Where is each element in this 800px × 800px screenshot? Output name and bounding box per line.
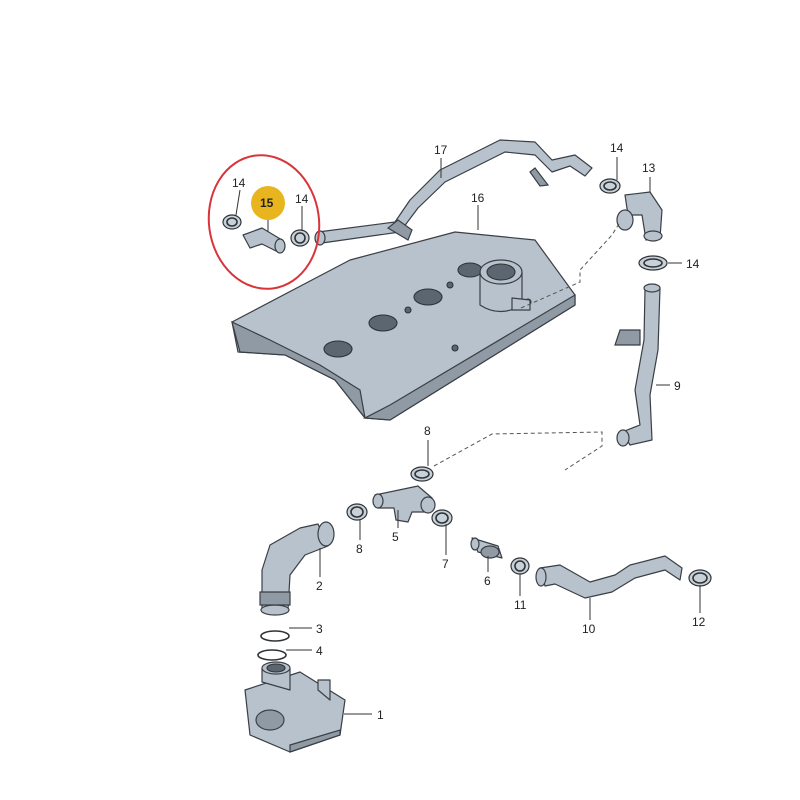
- callout-5: 5: [392, 530, 399, 544]
- clamp-8-left: [346, 503, 368, 521]
- highlight-circle: [207, 154, 321, 290]
- callout-4: 4: [316, 644, 323, 658]
- o-ring-4: [257, 649, 287, 661]
- highlight-group: [207, 154, 321, 290]
- callout-1: 1: [377, 708, 384, 722]
- callout-8-top: 8: [424, 424, 431, 438]
- dashed-assembly-lines: [433, 221, 621, 471]
- callout-17: 17: [434, 143, 448, 157]
- clamp-8-top: [410, 466, 434, 482]
- callout-14-right: 14: [686, 257, 700, 271]
- callout-12: 12: [692, 615, 706, 629]
- callout-11: 11: [514, 598, 527, 612]
- callout-15-badge: [251, 186, 285, 220]
- clamp-7: [431, 509, 453, 527]
- o-ring-3: [260, 630, 290, 642]
- callout-14-left: 14: [232, 176, 246, 190]
- check-valve-6: [470, 537, 503, 559]
- callout-9: 9: [674, 379, 681, 393]
- clamp-11: [510, 557, 530, 575]
- callout-8-left: 8: [356, 542, 363, 556]
- callout-13: 13: [642, 161, 656, 175]
- callout-2: 2: [316, 579, 323, 593]
- elbow-connector: [616, 191, 663, 242]
- callout-3: 3: [316, 622, 323, 636]
- t-piece-5: [372, 485, 436, 523]
- callout-10: 10: [582, 622, 596, 636]
- clamp-14-right: [638, 255, 668, 271]
- clamp-14-left: [222, 214, 242, 230]
- callout-15: 15: [260, 196, 274, 210]
- hose-15: [242, 227, 286, 254]
- callout-16: 16: [471, 191, 485, 205]
- valve-cover: [231, 231, 576, 421]
- pipe-9: [614, 283, 661, 447]
- clamp-14-mid: [290, 229, 310, 247]
- pcv-valve: [244, 661, 346, 753]
- callout-14-mid: 14: [295, 192, 309, 206]
- hose-10: [535, 555, 683, 599]
- callout-14-top: 14: [610, 141, 624, 155]
- callout-7: 7: [442, 557, 449, 571]
- leader-lines: [235, 157, 701, 715]
- pipe-2: [259, 521, 335, 616]
- breather-pipe: [314, 139, 593, 246]
- callout-labels: 1 2 3 4 5 6 7 8 8 9 10 11 12 13 14 14 14…: [232, 141, 706, 722]
- callout-6: 6: [484, 574, 491, 588]
- clamp-12: [688, 569, 712, 587]
- clamp-14-top: [599, 178, 621, 194]
